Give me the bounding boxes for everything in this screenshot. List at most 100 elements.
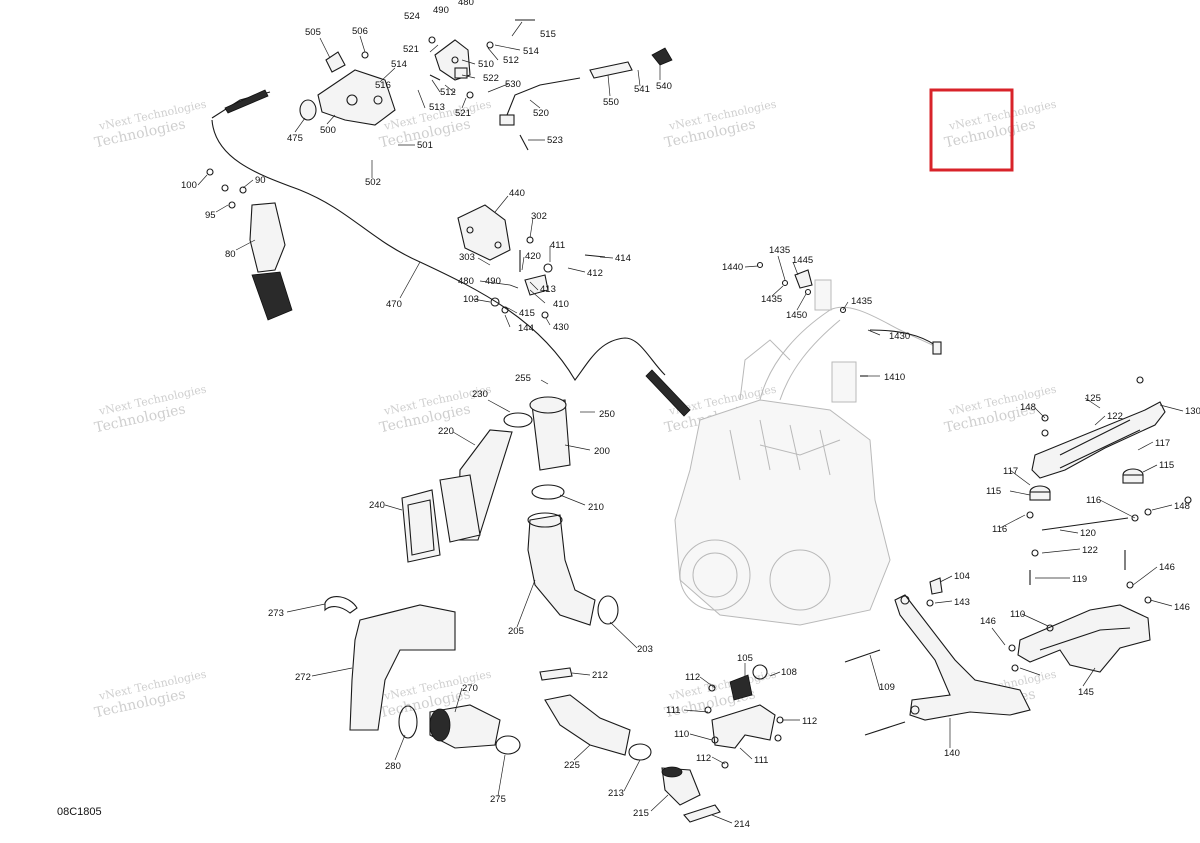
callout-523: 523 [547, 135, 563, 146]
callout-500: 500 [320, 125, 336, 136]
callout-412: 412 [587, 268, 603, 279]
highlight-box [929, 88, 1014, 172]
rod-520 [504, 77, 581, 121]
callout-105: 105 [737, 653, 753, 664]
callout-212: 212 [592, 670, 608, 681]
callout-146: 146 [1159, 562, 1175, 573]
callout-521: 521 [403, 44, 419, 55]
callout-111: 111 [666, 705, 680, 716]
callout-475: 475 [287, 133, 303, 144]
callout-143: 143 [954, 597, 970, 608]
callout-280: 280 [385, 761, 401, 772]
callout-1410: 1410 [884, 372, 905, 383]
callout-122: 122 [1107, 411, 1123, 422]
callout-205: 205 [508, 626, 524, 637]
callout-514b: 514 [391, 59, 407, 70]
callout-116b: 116 [992, 524, 1007, 535]
callout-250: 250 [599, 409, 615, 420]
callout-146c: 146 [980, 616, 996, 627]
leader-lines [197, 21, 1184, 824]
bracket-145 [1017, 604, 1151, 673]
callout-513: 513 [429, 102, 445, 113]
callout-1445: 1445 [792, 255, 813, 266]
callout-90: 90 [255, 175, 266, 186]
callout-213: 213 [608, 788, 624, 799]
callout-1450: 1450 [786, 310, 807, 321]
callout-480b: 480 [458, 276, 474, 287]
callout-514: 514 [523, 46, 539, 57]
callout-110b: 110 [674, 729, 689, 740]
callout-501: 501 [417, 140, 433, 151]
callout-110: 110 [1010, 609, 1025, 620]
callout-214: 214 [734, 819, 750, 830]
callout-521b: 521 [455, 108, 471, 119]
callout-516: 516 [375, 80, 391, 91]
callout-117b: 117 [1003, 466, 1018, 477]
callout-541: 541 [634, 84, 650, 95]
callout-130: 130 [1185, 406, 1200, 417]
callout-230: 230 [472, 389, 488, 400]
callout-530: 530 [505, 79, 521, 90]
callout-414: 414 [615, 253, 631, 264]
callout-255: 255 [515, 373, 531, 384]
callout-440: 440 [509, 188, 525, 199]
diagram-code: 08C1805 [57, 806, 102, 818]
bracket-130 [1031, 401, 1166, 479]
callout-100: 100 [181, 180, 197, 191]
engine-assembly [674, 279, 941, 626]
callout-144: 144 [518, 323, 534, 334]
callout-120: 120 [1080, 528, 1096, 539]
callout-148b: 148 [1174, 501, 1190, 512]
bolt-109 [844, 649, 881, 663]
callout-303: 303 [459, 252, 475, 263]
callout-108: 108 [781, 667, 797, 678]
callout-1435: 1435 [769, 245, 790, 256]
callout-80: 80 [225, 249, 236, 260]
callout-labels: 505 506 524 490 480 515 514 521 512 510 … [181, 0, 1200, 830]
callout-430: 430 [553, 322, 569, 333]
callout-524: 524 [404, 11, 420, 22]
callout-109: 109 [879, 682, 895, 693]
callout-115b: 115 [986, 486, 1001, 497]
callout-111b: 111 [754, 755, 768, 766]
callout-220: 220 [438, 426, 454, 437]
callout-112: 112 [685, 672, 700, 683]
callout-103: 103 [463, 294, 479, 305]
callout-95: 95 [205, 210, 216, 221]
duct-225 [544, 694, 631, 756]
callout-104: 104 [954, 571, 970, 582]
callout-512b: 512 [440, 87, 456, 98]
callout-145: 145 [1078, 687, 1094, 698]
callout-148: 148 [1020, 402, 1036, 413]
callout-490: 490 [433, 5, 449, 16]
callout-112c: 112 [696, 753, 711, 764]
callout-116: 116 [1086, 495, 1101, 506]
callout-240: 240 [369, 500, 385, 511]
callout-117: 117 [1155, 438, 1170, 449]
callout-112b: 112 [802, 716, 817, 727]
bracket-500 [299, 51, 396, 126]
callout-506: 506 [352, 26, 368, 37]
callout-512: 512 [503, 55, 519, 66]
callout-215: 215 [633, 808, 649, 819]
intake-hose-220 [439, 429, 513, 543]
callout-550: 550 [603, 97, 619, 108]
callout-413: 413 [540, 284, 556, 295]
callout-470: 470 [386, 299, 402, 310]
callout-411: 411 [550, 240, 565, 251]
callout-1440: 1440 [722, 262, 743, 273]
air-filter-240 [401, 489, 441, 563]
callout-200: 200 [594, 446, 610, 457]
callout-410: 410 [553, 299, 569, 310]
bracket-510 [434, 39, 471, 81]
callout-203: 203 [637, 644, 653, 655]
callout-490b: 490 [485, 276, 501, 287]
callout-122b: 122 [1082, 545, 1098, 556]
throttle-cable [211, 119, 666, 381]
bracket-108 [711, 704, 776, 749]
bracket-440 [457, 204, 511, 261]
callout-140: 140 [944, 748, 960, 759]
callout-115: 115 [1159, 460, 1174, 471]
arm-140 [894, 594, 1031, 721]
